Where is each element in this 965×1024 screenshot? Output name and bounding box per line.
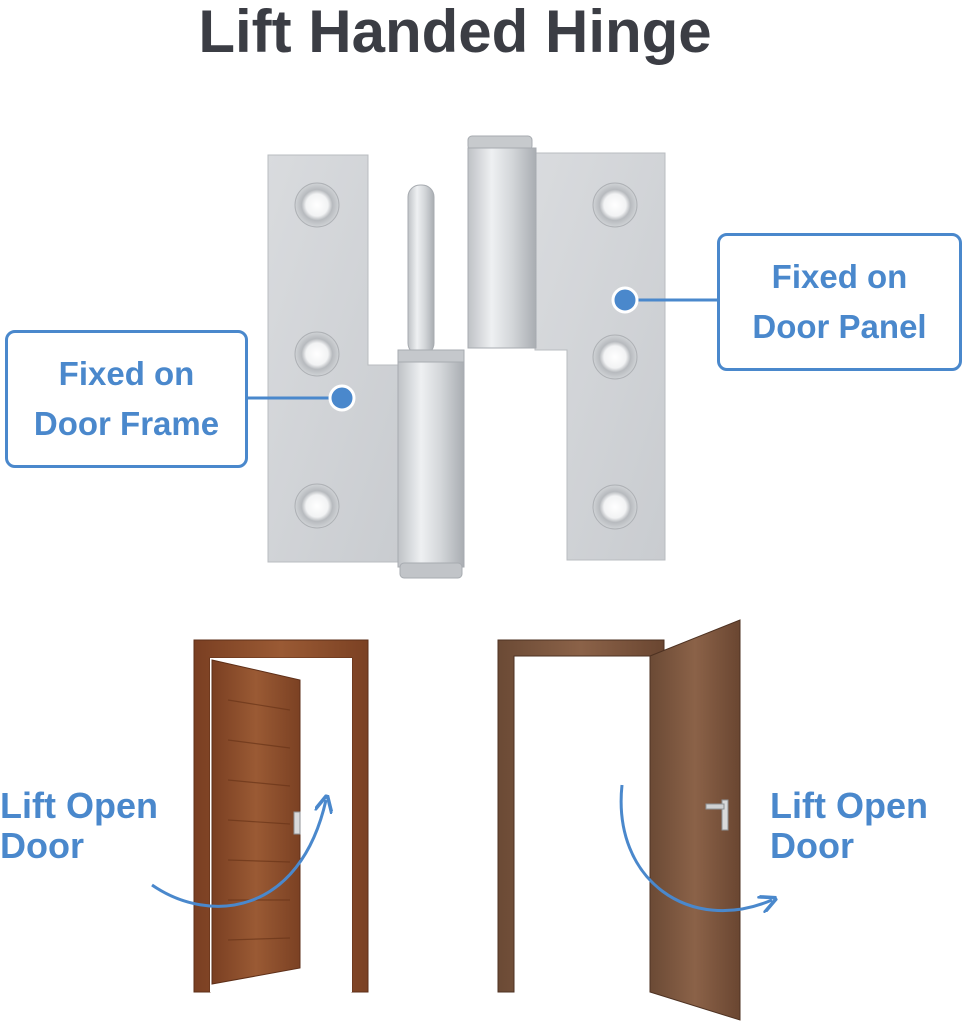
callout-line: Fixed on	[58, 355, 195, 392]
door-panel-callout: Fixed on Door Panel	[717, 233, 962, 371]
screw-hole	[294, 483, 340, 529]
label-line: Lift Open	[770, 785, 928, 826]
screw-hole	[592, 182, 638, 228]
callout-line: Fixed on	[771, 258, 908, 295]
frame-callout-pointer	[248, 384, 356, 412]
panel-leaf	[467, 135, 666, 561]
panel-callout-pointer	[611, 286, 717, 314]
callout-line: Door Panel	[752, 308, 927, 345]
hinge-pin	[397, 184, 465, 579]
screw-hole	[294, 331, 340, 377]
screw-hole	[592, 484, 638, 530]
label-line: Door	[0, 825, 84, 866]
left-door-illustration	[151, 639, 369, 993]
page-title: Lift Handed Hinge	[198, 0, 712, 65]
frame-leaf	[267, 154, 401, 563]
label-line: Door	[770, 825, 854, 866]
right-door-label: Lift Open Door	[770, 786, 928, 866]
left-door-label: Lift Open Door	[0, 786, 158, 866]
screw-hole	[294, 182, 340, 228]
label-line: Lift Open	[0, 785, 158, 826]
screw-hole	[592, 334, 638, 380]
callout-line: Door Frame	[33, 405, 220, 442]
door-frame-callout: Fixed on Door Frame	[5, 330, 248, 468]
right-door-illustration	[497, 619, 772, 1021]
